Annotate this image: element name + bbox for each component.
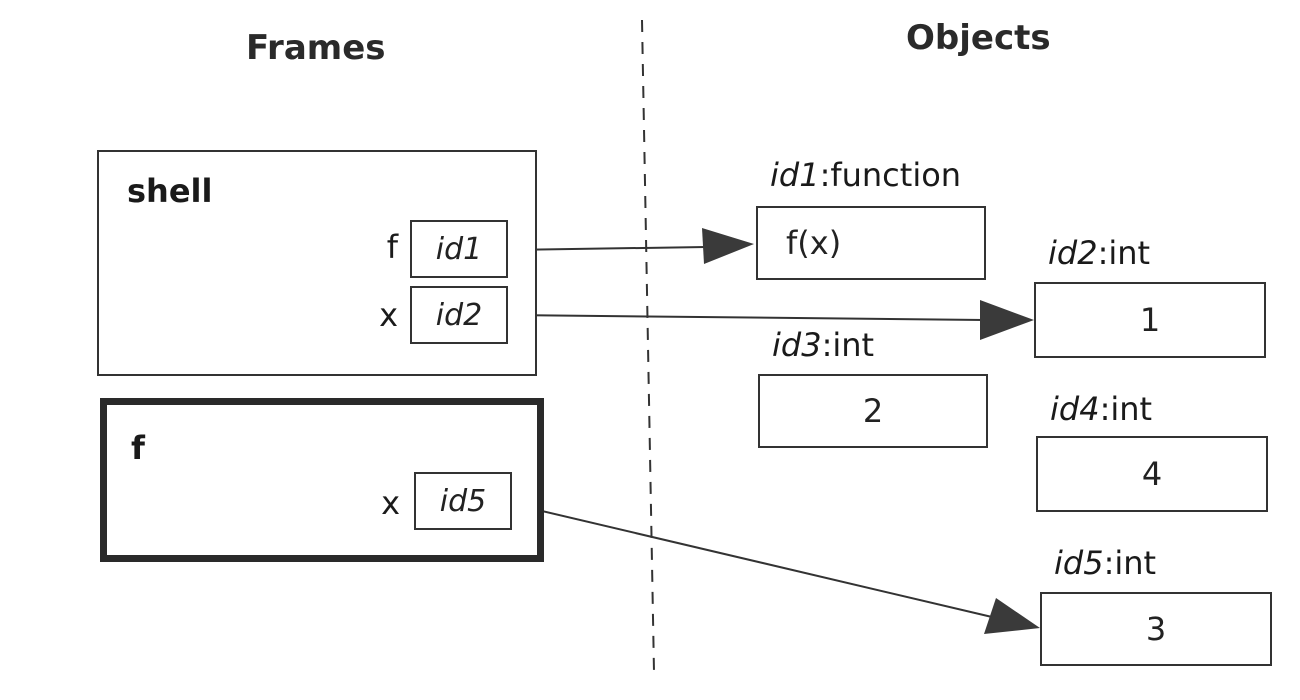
shell-var-f-ref: id1 — [410, 220, 508, 278]
arrowhead-id1 — [702, 228, 754, 264]
frame-shell-name: shell — [127, 172, 213, 210]
arrowhead-id5 — [984, 598, 1040, 634]
frames-heading: Frames — [246, 28, 386, 68]
object-id1-id: id1 — [770, 156, 820, 194]
object-id1-box: f(x) — [756, 206, 986, 280]
object-id1-type: :function — [819, 156, 962, 194]
object-id3-label: id3:int — [772, 326, 874, 364]
object-id5-id: id5 — [1054, 544, 1104, 582]
f-var-x-ref: id5 — [414, 472, 512, 530]
object-id3-id: id3 — [772, 326, 822, 364]
frame-f-name: f — [131, 429, 145, 467]
object-id3-type: :int — [821, 326, 875, 364]
object-id4-type: :int — [1099, 390, 1153, 428]
object-id2-box: 1 — [1034, 282, 1266, 358]
object-id5-label: id5:int — [1054, 544, 1156, 582]
object-id1-label: id1:function — [770, 156, 961, 194]
f-var-x-label: x — [381, 484, 400, 522]
shell-var-f-label: f — [386, 228, 398, 266]
object-id4-box: 4 — [1036, 436, 1268, 512]
frames-objects-divider — [641, 19, 655, 673]
objects-heading: Objects — [906, 18, 1051, 58]
arrowhead-id2 — [980, 300, 1034, 340]
arrow-shell-f-to-id1 — [507, 246, 707, 251]
object-id2-id: id2 — [1048, 234, 1098, 272]
arrow-f-x-to-id5 — [507, 502, 993, 618]
shell-var-x-ref: id2 — [410, 286, 508, 344]
shell-var-x-label: x — [379, 296, 398, 334]
object-id5-box: 3 — [1040, 592, 1272, 666]
object-id4-label: id4:int — [1050, 390, 1152, 428]
object-id2-type: :int — [1097, 234, 1151, 272]
object-id3-box: 2 — [758, 374, 988, 448]
object-id5-type: :int — [1103, 544, 1157, 582]
object-id2-label: id2:int — [1048, 234, 1150, 272]
arrow-shell-x-to-id2 — [507, 314, 985, 321]
object-id4-id: id4 — [1050, 390, 1100, 428]
